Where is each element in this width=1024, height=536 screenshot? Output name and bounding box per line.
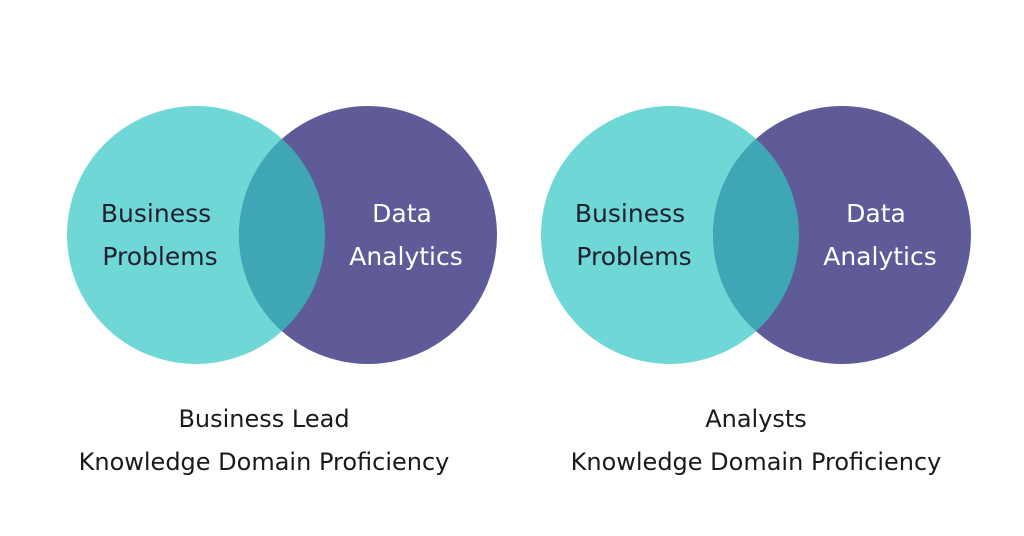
business-label-line1: Business <box>575 199 685 228</box>
caption-subtitle: Knowledge Domain Proficiency <box>78 448 450 476</box>
caption-title: Business Lead <box>178 405 350 433</box>
business-problems-label: Business Problems <box>575 199 693 271</box>
business-problems-label: Business Problems <box>101 199 219 271</box>
business-label-line2: Problems <box>576 242 691 271</box>
analytics-label-line1: Data <box>372 199 432 228</box>
data-analytics-label: Data Analytics <box>349 199 463 271</box>
caption-title: Analysts <box>705 405 807 433</box>
overlap-region <box>239 106 325 364</box>
venn-diagram-business-lead: Business Problems Data Analytics <box>67 106 497 364</box>
data-analytics-label: Data Analytics <box>823 199 937 271</box>
analytics-label-line2: Analytics <box>823 242 937 271</box>
business-label-line2: Problems <box>102 242 217 271</box>
caption-subtitle: Knowledge Domain Proficiency <box>570 448 942 476</box>
analytics-label-line2: Analytics <box>349 242 463 271</box>
overlap-region <box>713 106 799 364</box>
venn-diagram-analysts: Business Problems Data Analytics <box>541 106 971 364</box>
business-label-line1: Business <box>101 199 211 228</box>
caption-analysts: Analysts Knowledge Domain Proficiency <box>506 398 1006 484</box>
analytics-label-line1: Data <box>846 199 906 228</box>
caption-business-lead: Business Lead Knowledge Domain Proficien… <box>14 398 514 484</box>
